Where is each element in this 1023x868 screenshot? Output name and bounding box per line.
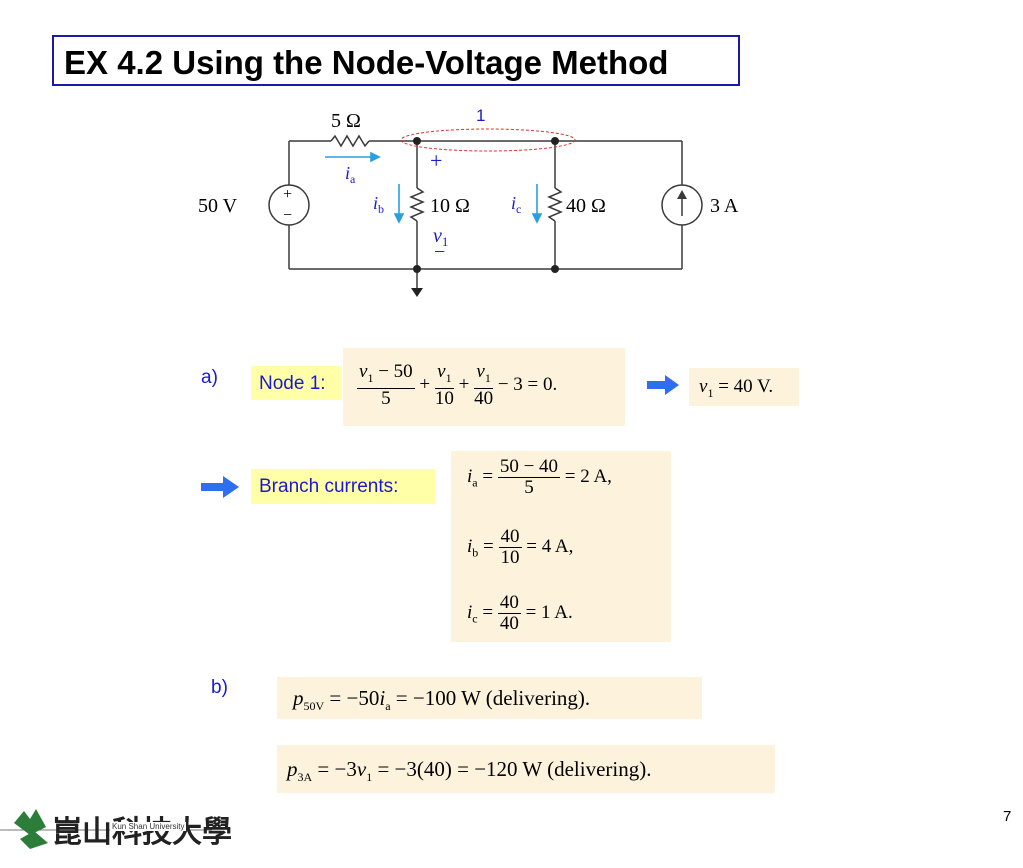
ia-label: ia bbox=[345, 163, 356, 186]
resistor-5-ohm bbox=[330, 134, 370, 148]
logo-chinese: 崑山科技大學 bbox=[52, 815, 232, 850]
v1-minus: − bbox=[434, 241, 445, 263]
p50v-equation: p50V = −50ia = −100 W (delivering). bbox=[277, 677, 702, 719]
right-arrow-icon bbox=[201, 476, 239, 498]
circuit-diagram: + − 5 Ω 10 Ω 40 Ω 50 V 3 A 1 + v1 − ia i… bbox=[198, 106, 739, 297]
label-5-ohm: 5 Ω bbox=[331, 110, 361, 132]
part-b-marker: b) bbox=[211, 677, 228, 698]
page-number: 7 bbox=[1003, 808, 1012, 825]
node-1-ellipse bbox=[400, 128, 576, 152]
right-arrow-icon bbox=[647, 375, 679, 395]
source-plus: + bbox=[283, 186, 292, 203]
label-3-a: 3 A bbox=[710, 195, 739, 217]
university-logo: 崑山科技大學 Kun Shan University bbox=[0, 805, 232, 863]
v1-result-text: = 40 V. bbox=[718, 376, 774, 397]
resistor-10-ohm bbox=[409, 187, 425, 222]
node-1-label: Node 1: bbox=[259, 373, 326, 394]
source-minus: − bbox=[283, 207, 292, 224]
node-1-highlight: Node 1: bbox=[251, 366, 342, 400]
v1-plus: + bbox=[430, 148, 442, 173]
ground-icon bbox=[411, 288, 423, 297]
label-10-ohm: 10 Ω bbox=[430, 195, 470, 217]
label-40-ohm: 40 Ω bbox=[566, 195, 606, 217]
node-label: 1 bbox=[476, 106, 485, 125]
resistor-40-ohm bbox=[547, 187, 563, 222]
current-source-arrow-icon bbox=[677, 190, 687, 199]
ib-label: ib bbox=[373, 193, 384, 216]
page-title: EX 4.2 Using the Node-Voltage Method bbox=[64, 44, 669, 81]
v1-result: v1 = 40 V. bbox=[689, 368, 799, 406]
part-a-marker: a) bbox=[201, 367, 218, 388]
title-box: EX 4.2 Using the Node-Voltage Method bbox=[52, 35, 740, 86]
branch-currents-highlight: Branch currents: bbox=[251, 469, 435, 504]
ic-label: ic bbox=[511, 193, 521, 216]
label-50-v: 50 V bbox=[198, 195, 238, 217]
p3a-equation: p3A = −3v1 = −3(40) = −120 W (delivering… bbox=[277, 745, 775, 793]
v1-label: v1 bbox=[433, 225, 448, 249]
logo-university-name: Kun Shan University bbox=[110, 822, 187, 831]
branch-currents-label: Branch currents: bbox=[259, 476, 399, 497]
